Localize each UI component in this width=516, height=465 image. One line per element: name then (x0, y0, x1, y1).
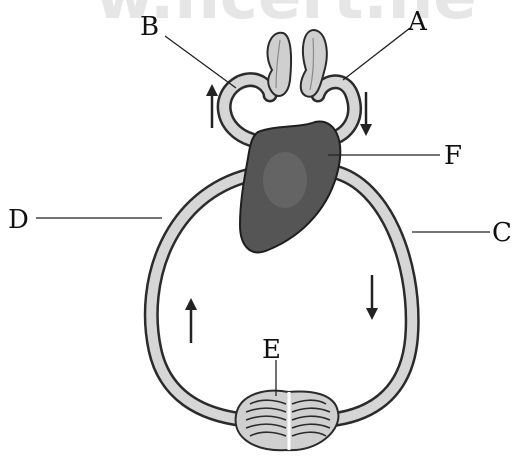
label-f: F (444, 141, 462, 171)
arrow-down-systemic (366, 275, 378, 320)
capillary-bed (236, 391, 339, 451)
leader-line-a (343, 28, 410, 80)
label-b: B (140, 12, 159, 42)
arrow-up-pulmonary (206, 84, 218, 128)
arrow-down-pulmonary (360, 92, 372, 136)
label-a: A (407, 7, 428, 37)
lungs (268, 30, 327, 97)
label-c: C (492, 218, 512, 248)
label-d: D (8, 205, 29, 235)
leader-line-b (165, 36, 236, 88)
capillary-bed-outline (236, 391, 339, 451)
label-e: E (262, 335, 281, 365)
arrow-up-systemic (185, 298, 197, 343)
heart (240, 122, 340, 253)
heart-highlight (263, 152, 307, 208)
